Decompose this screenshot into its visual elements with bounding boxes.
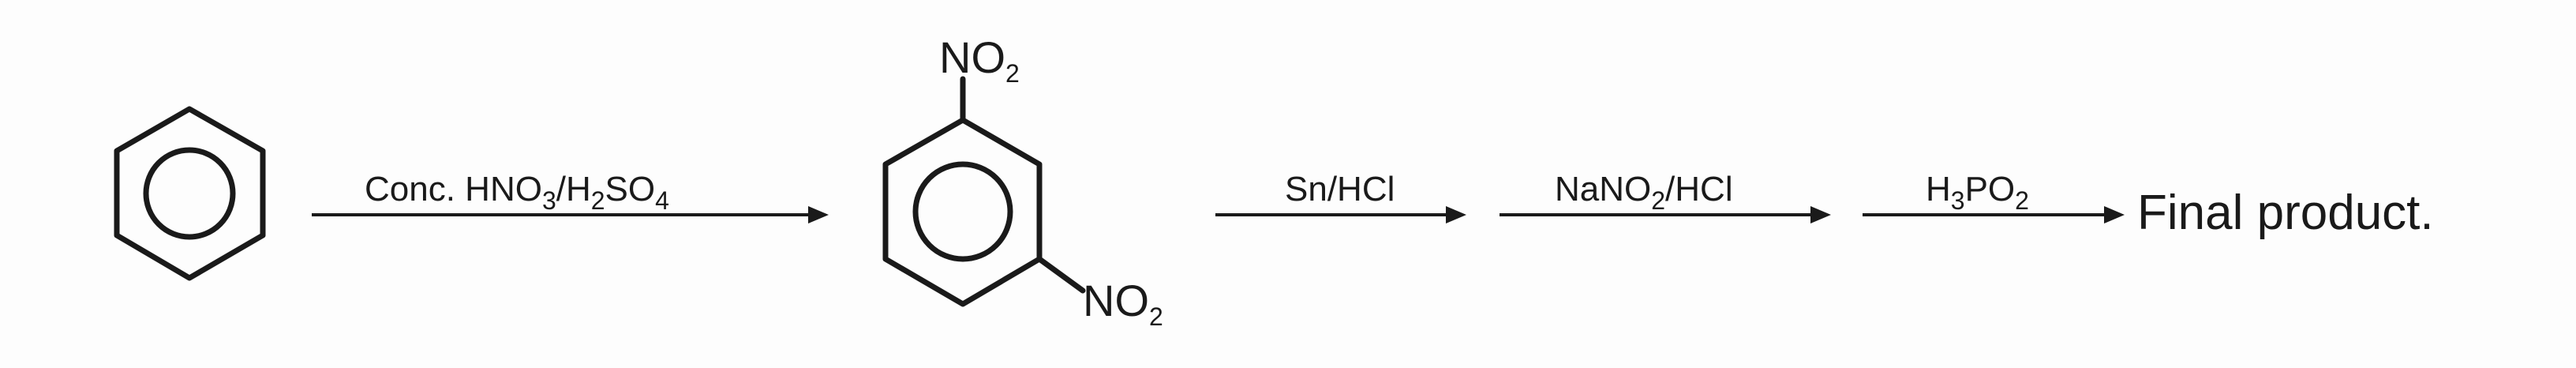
- benzene-structure: [114, 106, 266, 281]
- bottom-nitro-bond: [1036, 256, 1086, 294]
- step4-reagent: H3PO2: [1926, 170, 2029, 215]
- dinitrobenzene-ring: [882, 117, 1043, 307]
- step3-arrow: [1500, 206, 1831, 223]
- top-nitro-group-label: NO2: [939, 32, 1020, 88]
- step1-reagent: Conc. HNO3/H2SO4: [365, 170, 669, 215]
- benzene-ring: [114, 106, 266, 281]
- step4-arrow: [1863, 206, 2125, 223]
- step2-reagent: Sn/HCl: [1285, 170, 1395, 208]
- step3-reagent: NaNO2/HCl: [1555, 170, 1733, 215]
- step2-arrow: [1215, 206, 1466, 223]
- dinitrobenzene-aromatic-circle: [912, 161, 1013, 262]
- benzene-aromatic-circle: [143, 147, 236, 240]
- bottom-nitro-group-label: NO2: [1083, 276, 1163, 331]
- step1-arrow: [312, 206, 829, 223]
- final-product-label: Final product.: [2137, 186, 2434, 240]
- dinitrobenzene-structure: [882, 76, 1086, 307]
